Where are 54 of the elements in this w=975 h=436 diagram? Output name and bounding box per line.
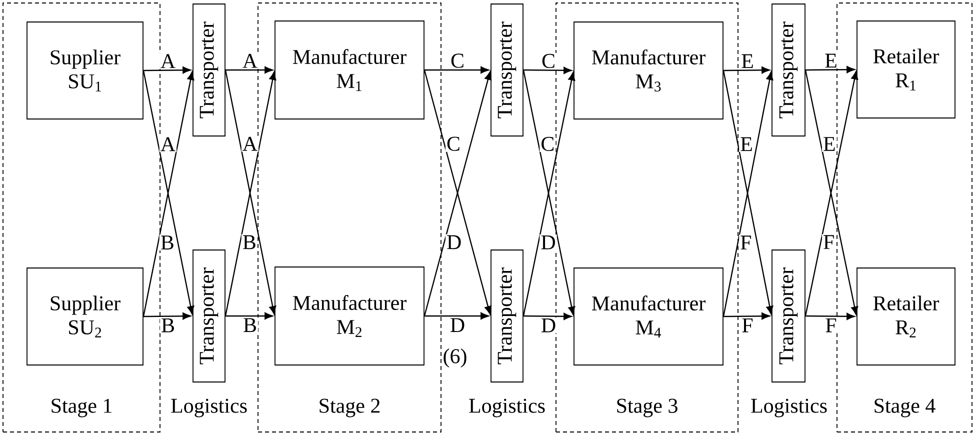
edge-label: C [540, 136, 556, 152]
transporter-box: Transporter [772, 4, 806, 136]
edge-label: C [445, 136, 462, 152]
arrow [523, 66, 572, 74]
edge-label: D [540, 317, 558, 334]
process-box: Manufacturer M$_{1}$ [274, 20, 424, 120]
arrow [805, 312, 855, 320]
process-box: Retailer R$_{1}$ [856, 20, 956, 118]
edge-label: A [241, 52, 259, 69]
edge-label: F [739, 234, 753, 250]
arrow [424, 312, 489, 320]
arrow [805, 66, 855, 74]
edge-label: B [159, 234, 176, 250]
arrow [723, 312, 770, 320]
transporter-box: Transporter [192, 250, 226, 382]
text-label: Logistics [750, 398, 828, 418]
edge-label: F [740, 317, 754, 334]
edge-label: B [160, 317, 176, 334]
edge-label: E [739, 136, 754, 152]
edge-label: A [241, 136, 259, 152]
edge-label: D [445, 234, 463, 250]
arrow [225, 66, 273, 74]
edge-label: C [450, 52, 466, 69]
edge-label: D [540, 234, 557, 250]
arrow [143, 312, 191, 320]
edge-label: A [159, 53, 177, 70]
transporter-box: Transporter [772, 250, 806, 382]
transporter-box: Transporter [192, 4, 226, 136]
arrow [225, 312, 273, 320]
text-label: Logistics [170, 398, 248, 418]
edge-label: C [540, 52, 556, 70]
process-box: Manufacturer M$_{4}$ [574, 268, 724, 366]
edge-label: D [448, 317, 466, 333]
arrow [424, 66, 489, 74]
edge-label: B [242, 317, 258, 333]
edge-label: E [822, 136, 837, 152]
transporter-box: Transporter [490, 250, 524, 382]
process-box: Supplier SU$_{2}$ [26, 268, 144, 366]
text-label: (6) [442, 347, 468, 369]
process-box: Manufacturer M$_{3}$ [574, 22, 724, 120]
edge-label: F [824, 317, 838, 334]
process-box: Supplier SU$_{1}$ [26, 22, 144, 120]
text-label: Logistics [468, 398, 546, 418]
process-box: Manufacturer M$_{2}$ [274, 266, 424, 366]
arrow [143, 66, 191, 74]
edge-label: E [824, 52, 838, 69]
transporter-box: Transporter [490, 4, 524, 136]
edge-label: F [822, 234, 836, 250]
arrow [523, 312, 572, 320]
arrow [723, 66, 770, 74]
process-box: Retailer R$_{2}$ [856, 268, 956, 366]
edge-label: B [241, 234, 258, 250]
edge-label: E [740, 53, 755, 70]
edge-label: A [159, 136, 177, 152]
